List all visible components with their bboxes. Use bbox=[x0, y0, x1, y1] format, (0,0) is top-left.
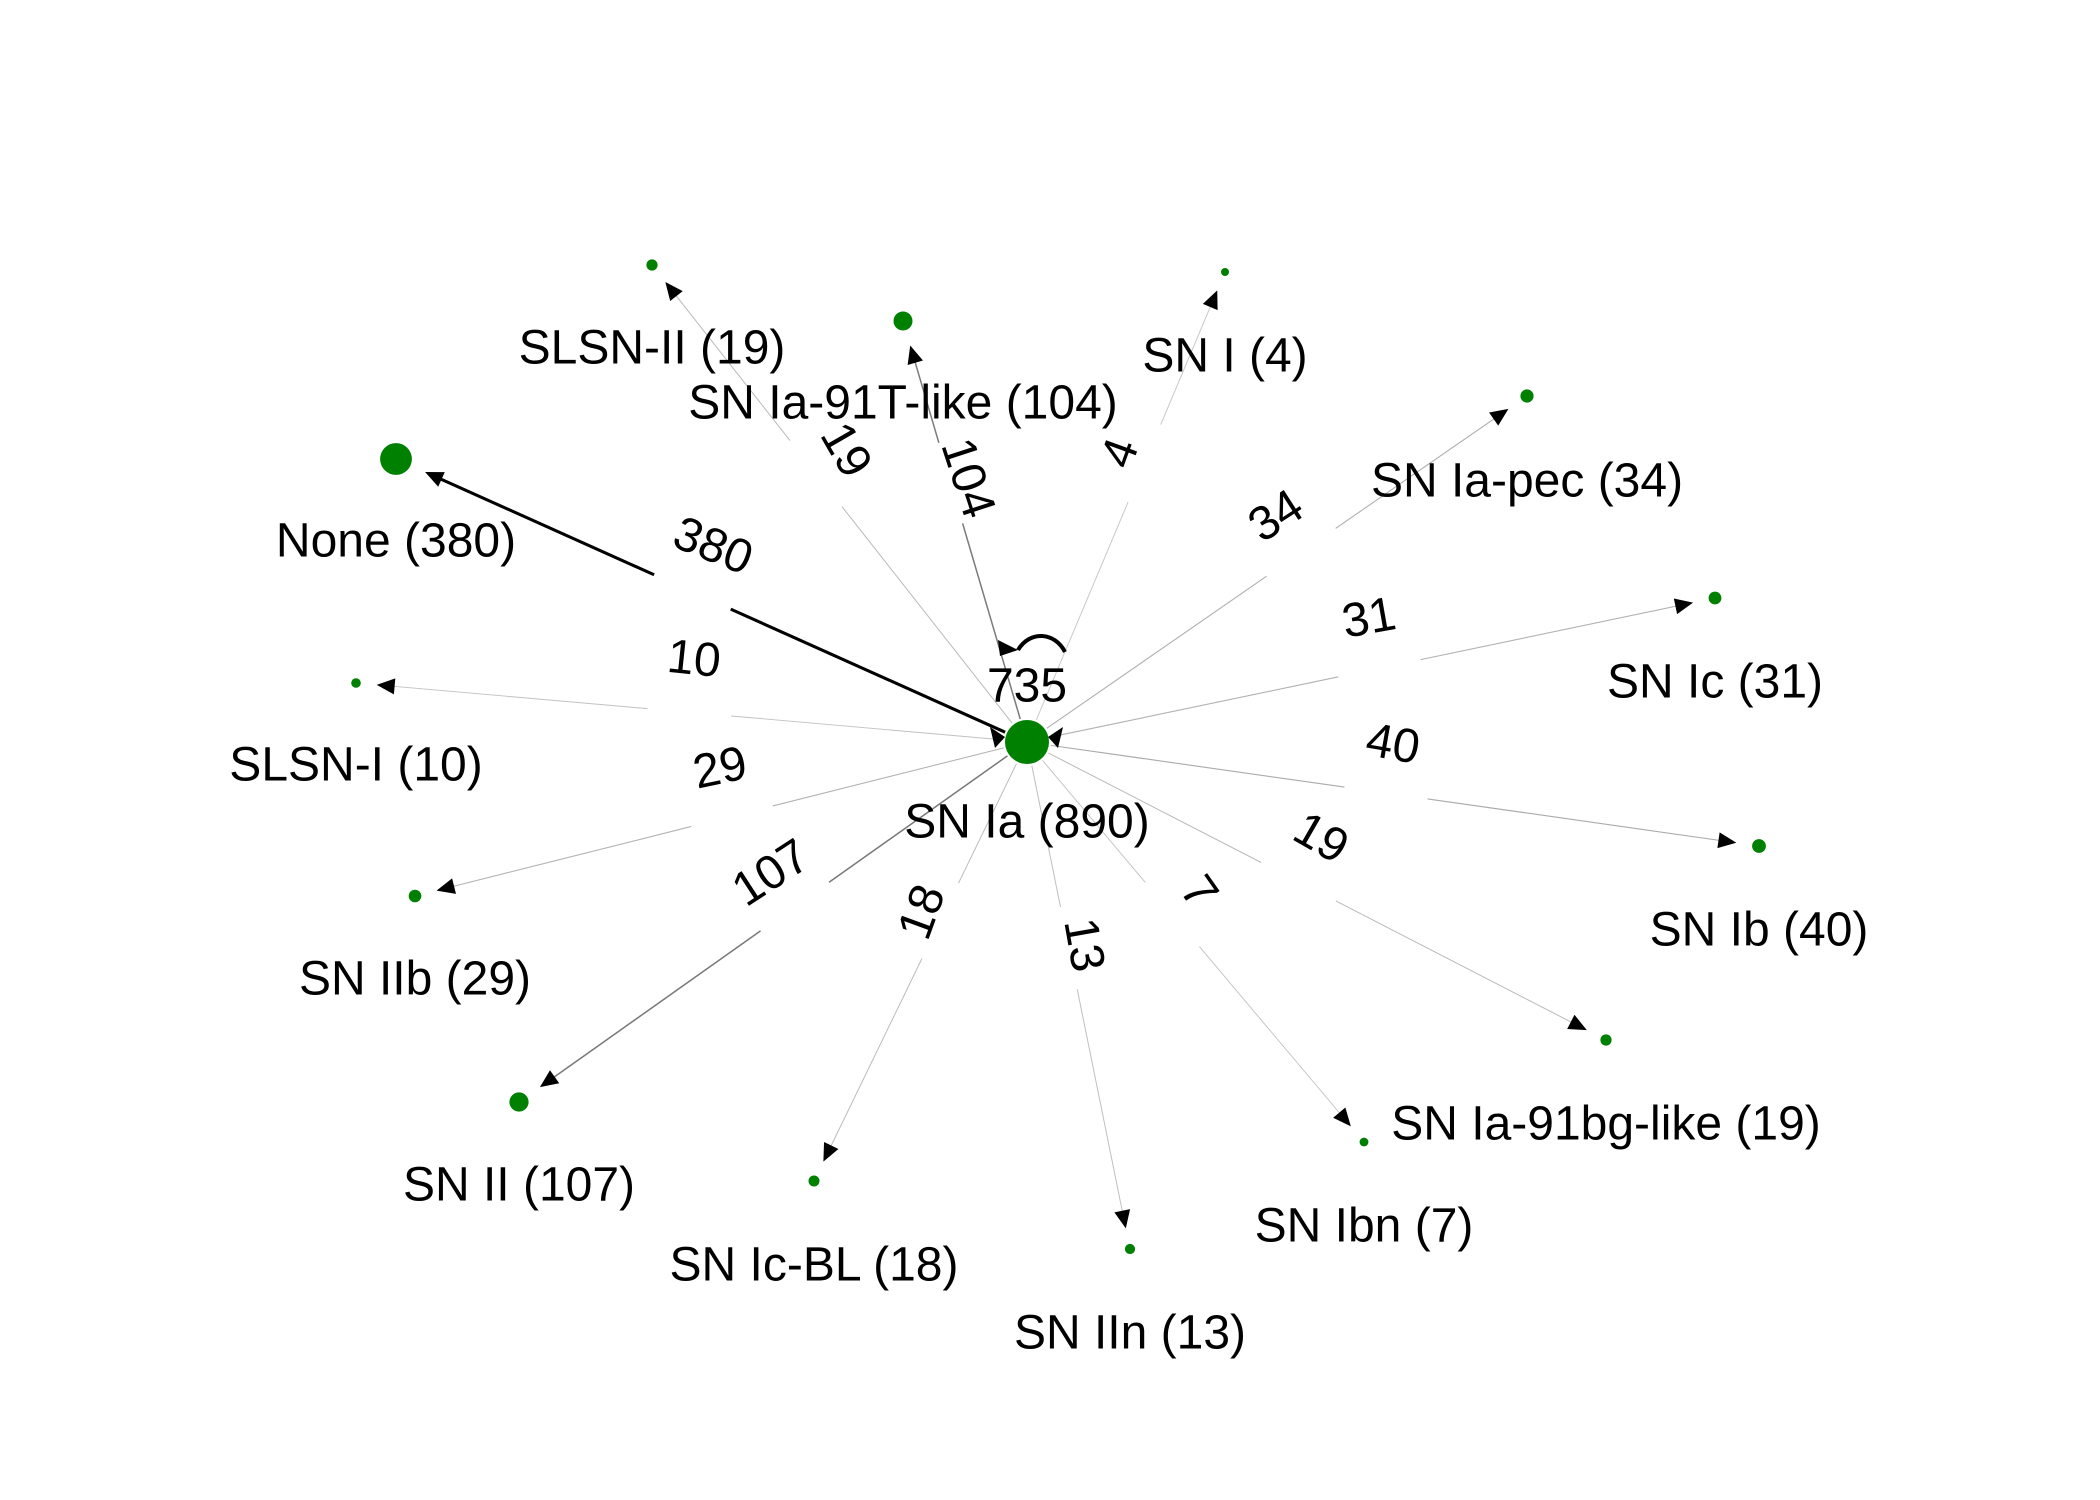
edge-line-sn-ia-91t-a bbox=[961, 523, 1021, 720]
edge-arrowhead-sn-ic bbox=[1673, 598, 1694, 615]
edge-arrowhead-sn-ia-91t bbox=[907, 345, 923, 366]
node-sn-ii[interactable] bbox=[509, 1092, 529, 1112]
node-label-sn-ia-91t: SN Ia-91T-like (104) bbox=[688, 377, 1118, 430]
edge-label-sn-ia-91t: 104 bbox=[930, 432, 1005, 525]
node-label-slsn-i: SLSN-I (10) bbox=[229, 739, 482, 792]
self-loop-arrowhead-right bbox=[1048, 727, 1063, 748]
edge-line-sn-i-b bbox=[1160, 299, 1214, 425]
edge-line-sn-ibn-b bbox=[1199, 946, 1345, 1120]
edge-line-sn-ii-a bbox=[828, 755, 1008, 883]
edge-label-slsn-i: 10 bbox=[665, 630, 724, 688]
edge-label-sn-ia-91bg: 19 bbox=[1285, 802, 1358, 875]
edge-arrowhead-sn-ibn bbox=[1333, 1107, 1351, 1127]
nodes-layer bbox=[351, 259, 1766, 1255]
edge-label-sn-iib: 29 bbox=[688, 737, 751, 800]
edge-line-sn-ia-pec-b bbox=[1335, 414, 1501, 529]
node-slsn-ii[interactable] bbox=[646, 259, 658, 271]
edge-line-none-b bbox=[433, 474, 655, 577]
edge-arrowhead-sn-ib bbox=[1717, 832, 1737, 849]
edges-layer bbox=[376, 281, 1737, 1229]
edge-label-sn-ia-pec: 34 bbox=[1239, 479, 1313, 553]
node-sn-ic[interactable] bbox=[1708, 591, 1722, 605]
self-loop-arc bbox=[1016, 634, 1067, 654]
edge-line-sn-ia-91bg-a bbox=[1048, 752, 1262, 863]
node-label-slsn-ii: SLSN-II (19) bbox=[519, 322, 786, 375]
edge-line-sn-iib-a bbox=[772, 747, 1004, 807]
edge-line-sn-ic-b bbox=[1420, 604, 1684, 661]
node-label-sn-ib: SN Ib (40) bbox=[1650, 904, 1869, 957]
edge-line-sn-ic-a bbox=[1050, 676, 1339, 738]
edge-line-sn-i-a bbox=[1035, 501, 1129, 721]
node-sn-i[interactable] bbox=[1221, 268, 1229, 276]
edge-label-none: 380 bbox=[666, 506, 760, 585]
edge-label-sn-ic: 31 bbox=[1338, 587, 1400, 648]
node-sn-ib[interactable] bbox=[1752, 839, 1766, 853]
edge-line-sn-ia-91bg-b bbox=[1335, 900, 1579, 1027]
node-sn-ia-pec[interactable] bbox=[1520, 389, 1534, 403]
self-loop-label: 735 bbox=[987, 660, 1067, 713]
self-loop-arrowhead-left bbox=[990, 727, 1005, 748]
node-label-sn-ia-91bg: SN Ia-91bg-like (19) bbox=[1391, 1098, 1821, 1151]
edge-arrowhead-sn-ii bbox=[539, 1070, 560, 1088]
edge-line-sn-ic-bl-a bbox=[958, 763, 1017, 884]
node-label-sn-ia-pec: SN Ia-pec (34) bbox=[1371, 455, 1683, 508]
edge-label-sn-ib: 40 bbox=[1362, 713, 1424, 774]
edge-line-sn-ic-bl-b bbox=[827, 958, 923, 1153]
node-sn-ic-bl[interactable] bbox=[808, 1175, 820, 1187]
edge-label-sn-iin: 13 bbox=[1053, 914, 1114, 976]
edge-label-sn-ibn: 7 bbox=[1170, 866, 1229, 918]
edge-line-slsn-i-b bbox=[386, 685, 648, 710]
edge-arrowhead-slsn-ii bbox=[665, 281, 683, 302]
edge-arrowhead-sn-iin bbox=[1114, 1209, 1131, 1229]
edge-line-sn-ia-91t-b bbox=[912, 354, 940, 444]
edge-line-none-a bbox=[730, 607, 1006, 734]
node-none[interactable] bbox=[380, 443, 412, 475]
node-label-sn-iib: SN IIb (29) bbox=[299, 953, 531, 1006]
self-loop-arrowhead-top bbox=[998, 640, 1018, 656]
node-label-sn-ic: SN Ic (31) bbox=[1607, 656, 1823, 709]
node-label-sn-ic-bl: SN Ic-BL (18) bbox=[670, 1239, 959, 1292]
node-sn-ibn[interactable] bbox=[1359, 1137, 1369, 1147]
edge-arrowhead-sn-ic-bl bbox=[823, 1141, 839, 1162]
edge-line-sn-ib-a bbox=[1050, 744, 1345, 788]
node-sn-ia-91t[interactable] bbox=[893, 311, 913, 331]
node-sn-ia[interactable] bbox=[1005, 720, 1049, 764]
edge-line-sn-ii-b bbox=[547, 930, 761, 1083]
edge-label-sn-i: 4 bbox=[1091, 431, 1150, 474]
edge-line-sn-iib-b bbox=[446, 825, 692, 889]
edge-line-slsn-ii-b bbox=[671, 289, 791, 441]
node-sn-iin[interactable] bbox=[1124, 1243, 1136, 1255]
edge-line-sn-ibn-a bbox=[1042, 760, 1146, 883]
edge-arrowhead-sn-iib bbox=[436, 878, 456, 894]
node-label-sn-i: SN I (4) bbox=[1142, 330, 1307, 383]
edge-line-sn-ib-b bbox=[1427, 798, 1727, 842]
node-sn-iib[interactable] bbox=[408, 889, 422, 903]
node-label-sn-ia: SN Ia (890) bbox=[904, 796, 1149, 849]
edge-arrowhead-sn-ia-91bg bbox=[1567, 1014, 1587, 1031]
edge-arrowhead-sn-ia-pec bbox=[1489, 408, 1509, 426]
edge-arrowhead-none bbox=[425, 472, 445, 487]
node-slsn-i[interactable] bbox=[351, 678, 361, 688]
node-label-sn-iin: SN IIn (13) bbox=[1014, 1307, 1246, 1360]
edge-line-slsn-ii-a bbox=[841, 506, 1013, 724]
node-label-sn-ii: SN II (107) bbox=[403, 1159, 635, 1212]
edge-line-sn-iin-b bbox=[1076, 989, 1125, 1219]
edge-label-sn-ic-bl: 18 bbox=[888, 878, 956, 946]
edge-arrowhead-sn-i bbox=[1202, 290, 1218, 311]
edge-line-slsn-i-a bbox=[731, 715, 1004, 741]
edge-line-sn-iin-a bbox=[1031, 765, 1061, 908]
edge-line-sn-ia-pec-a bbox=[1046, 575, 1267, 729]
node-label-sn-ibn: SN Ibn (7) bbox=[1255, 1200, 1474, 1253]
edge-arrowhead-slsn-i bbox=[376, 678, 396, 695]
edge-label-sn-ii: 107 bbox=[723, 829, 819, 917]
node-sn-ia-91bg[interactable] bbox=[1600, 1034, 1612, 1046]
node-label-none: None (380) bbox=[276, 515, 516, 568]
